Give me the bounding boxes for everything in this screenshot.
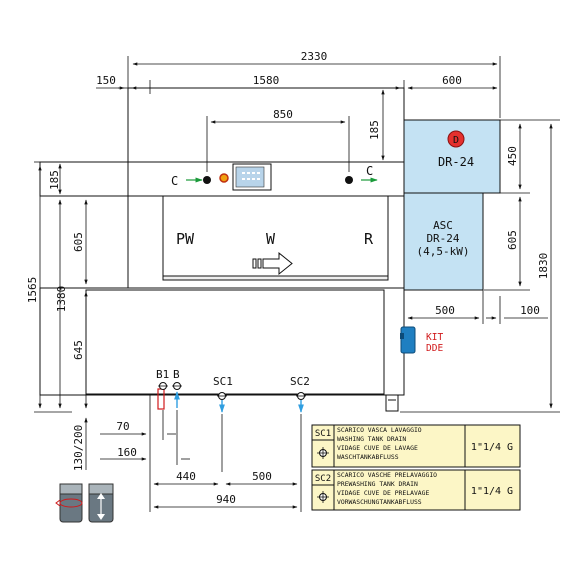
dryer-d-icon bbox=[447, 130, 465, 148]
kit-dde-device bbox=[400, 326, 416, 354]
asc-box bbox=[403, 192, 484, 291]
dim-right-gap: 100 bbox=[520, 304, 540, 317]
dim-left-offset: 150 bbox=[96, 74, 116, 87]
dim-total-height: 1830 bbox=[537, 253, 550, 280]
legend-sc1-line2: WASHING TANK DRAIN bbox=[337, 435, 406, 443]
legend-sc2-line1: SCARICO VASCHE PRELAVAGGIO bbox=[337, 471, 437, 479]
top-dimensions bbox=[96, 56, 501, 172]
dim-main-width: 1580 bbox=[253, 74, 280, 87]
legend-sc1: SC1 SCARICO VASCA LAVAGGIO WASHING TANK … bbox=[311, 424, 521, 468]
lower-inner bbox=[85, 289, 385, 395]
label-sc2: SC2 bbox=[290, 375, 310, 388]
connector-dot-icon bbox=[345, 176, 353, 184]
dim-asc-height: 605 bbox=[506, 230, 519, 250]
pipe-b bbox=[172, 382, 182, 408]
dryer-d-letter: D bbox=[453, 135, 459, 146]
dim-d70: 70 bbox=[116, 420, 129, 433]
drain-sc2 bbox=[296, 392, 306, 413]
dim-overall-1565: 1565 bbox=[26, 277, 39, 304]
drain-sc1 bbox=[217, 392, 227, 413]
legend-sc1-size: 1"1/4 G bbox=[471, 442, 513, 453]
connection-c-right bbox=[345, 176, 378, 184]
legend-code-sc2: SC2 bbox=[315, 474, 331, 484]
dim-d440: 440 bbox=[176, 470, 196, 483]
asc-line3: (4,5-kW) bbox=[417, 245, 470, 258]
dim-d940: 940 bbox=[216, 493, 236, 506]
dim-left-185: 185 bbox=[48, 170, 61, 190]
pipe-height-adjust-icon bbox=[88, 483, 114, 523]
dim-total-width: 2330 bbox=[301, 50, 328, 63]
dim-d500-bottom: 500 bbox=[252, 470, 272, 483]
label-r: R bbox=[364, 230, 374, 248]
dim-overall-1380: 1380 bbox=[55, 286, 68, 313]
legend-sc2-size: 1"1/4 G bbox=[471, 486, 513, 497]
dim-drain-range: 130/200 bbox=[72, 425, 85, 471]
legend-sc2-line3: VIDAGE CUVE DE PRELAVAGE bbox=[337, 489, 429, 497]
pipe-cylinder-icon bbox=[55, 483, 83, 523]
right-foot bbox=[385, 394, 399, 412]
kit-label: KIT bbox=[426, 332, 443, 343]
pipe-b1 bbox=[157, 382, 168, 410]
right-dimensions bbox=[400, 119, 560, 413]
tank-rail bbox=[162, 275, 389, 281]
label-b1: B1 bbox=[156, 368, 169, 381]
legend-sc1-line4: WASCHTANKABFLUSS bbox=[337, 453, 399, 461]
left-dimensions bbox=[34, 161, 162, 470]
control-display bbox=[235, 166, 265, 188]
dim-dryer-height: 450 bbox=[506, 146, 519, 166]
label-c-right: C bbox=[366, 164, 373, 178]
bottom-dimensions bbox=[100, 395, 302, 512]
label-b: B bbox=[173, 368, 180, 381]
control-keys-icon bbox=[242, 172, 260, 180]
legend-sc1-line1: SCARICO VASCA LAVAGGIO bbox=[337, 426, 422, 434]
label-sc1: SC1 bbox=[213, 375, 233, 388]
tank-panel bbox=[162, 195, 389, 281]
label-pw: PW bbox=[176, 230, 195, 248]
dim-d160: 160 bbox=[117, 446, 137, 459]
connection-c-left bbox=[186, 176, 211, 184]
legend-sc1-line3: VIDAGE CUVE DE LAVAGE bbox=[337, 444, 418, 452]
dde-label: DDE bbox=[426, 343, 443, 354]
dim-center-span: 850 bbox=[273, 108, 293, 121]
control-lamp-icon bbox=[219, 173, 229, 183]
asc-line2: DR-24 bbox=[426, 232, 459, 245]
dim-left-605: 605 bbox=[72, 232, 85, 252]
legend-sc2-line2: PREWASHING TANK DRAIN bbox=[337, 480, 418, 488]
legend-code-sc1: SC1 bbox=[315, 429, 331, 439]
dim-dryer-width: 600 bbox=[442, 74, 462, 87]
dryer-model: DR-24 bbox=[438, 155, 474, 169]
legend-sc2-line4: VORWASCHUNGTANKABFLUSS bbox=[337, 498, 422, 506]
legend-sc2: SC2 SCARICO VASCHE PRELAVAGGIO PREWASHIN… bbox=[311, 469, 521, 511]
dim-top-height: 185 bbox=[368, 120, 381, 140]
flow-direction-arrow-icon bbox=[252, 251, 293, 276]
label-w: W bbox=[266, 230, 276, 248]
dim-left-645: 645 bbox=[72, 340, 85, 360]
asc-line1: ASC bbox=[433, 219, 453, 232]
dim-asc-width: 500 bbox=[435, 304, 455, 317]
label-c-left: C bbox=[171, 174, 178, 188]
connector-dot-icon bbox=[203, 176, 211, 184]
